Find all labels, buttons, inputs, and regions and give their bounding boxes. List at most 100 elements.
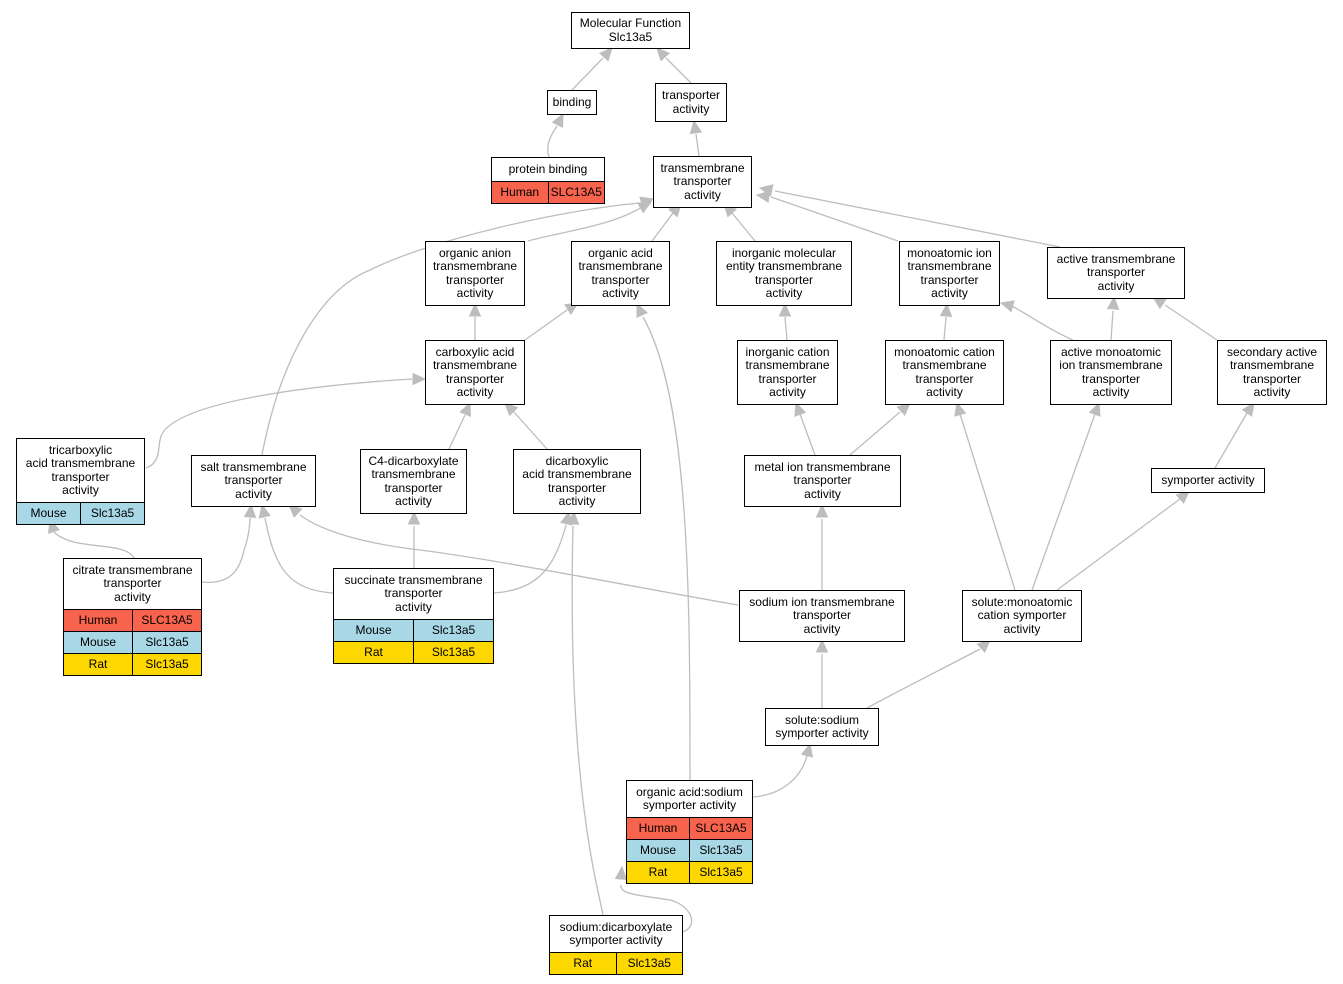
edge-line [264, 517, 334, 594]
term-label: dicarboxylic acid transmembrane transpor… [522, 453, 632, 508]
edge-line [620, 884, 693, 933]
term-node-solute-monoatomic[interactable]: solute:monoatomic cation symporter activ… [962, 590, 1082, 642]
term-node-carboxylic-acid[interactable]: carboxylic acid transmembrane transporte… [425, 340, 525, 405]
edge-line [770, 196, 899, 242]
edge-line [145, 378, 413, 469]
arrowhead [689, 119, 703, 135]
edge-organic-acid-sodium-to-organic-acid [636, 302, 691, 781]
edge-metal-ion-to-inorganic-cation [794, 401, 816, 456]
term-node-monoatomic-cation[interactable]: monoatomic cation transmembrane transpor… [885, 340, 1004, 405]
term-label: transporter activity [661, 88, 721, 116]
term-label: active transmembrane transporter activit… [1056, 251, 1176, 293]
term-label: organic acid transmembrane transporter a… [578, 245, 663, 300]
arrowhead [551, 112, 564, 128]
edge-line [571, 57, 604, 91]
gene-cell: Slc13a5 [132, 654, 201, 675]
edge-line [784, 316, 788, 341]
edge-line [665, 57, 692, 84]
term-node-inorganic-cation[interactable]: inorganic cation transmembrane transport… [737, 340, 838, 405]
term-node-symporter[interactable]: symporter activity [1151, 468, 1265, 493]
edge-transporter-to-mf [656, 47, 692, 84]
term-node-salt-tm[interactable]: salt transmembrane transporter activity [191, 455, 316, 507]
term-node-transporter[interactable]: transporter activity [655, 83, 727, 122]
species-cell: Mouse [79, 634, 117, 649]
species-cell: Rat [88, 656, 108, 671]
term-node-c4-dicarboxylate[interactable]: C4-dicarboxylate transmembrane transport… [360, 449, 467, 514]
edge-line [524, 309, 568, 341]
gene-cell: Slc13a5 [132, 632, 201, 653]
edge-monoatomic-cation-to-monoatomic-ion [939, 302, 953, 341]
term-node-organic-acid[interactable]: organic acid transmembrane transporter a… [571, 241, 670, 306]
arrowhead [1106, 295, 1120, 310]
gene-cell: SLC13A5 [689, 818, 752, 839]
edge-solute-sodium-to-solute-monoatomic [866, 639, 991, 709]
term-node-citrate[interactable]: citrate transmembrane transporter activi… [63, 558, 202, 676]
gene-cell: Slc13a5 [689, 862, 752, 883]
edge-succinate-to-salt [258, 503, 334, 594]
term-node-tricarboxylic[interactable]: tricarboxylic acid transmembrane transpo… [16, 438, 145, 525]
term-node-active-tm[interactable]: active transmembrane transporter activit… [1047, 247, 1185, 299]
term-label: protein binding [508, 161, 588, 176]
edge-line [799, 413, 816, 456]
edge-line [493, 524, 567, 594]
term-node-binding[interactable]: binding [547, 90, 597, 115]
species-cell: Human [78, 612, 118, 627]
species-cell: Mouse [30, 505, 67, 520]
arrowhead [800, 742, 814, 758]
arrowhead [459, 401, 471, 417]
edge-line [959, 413, 1016, 591]
term-node-metal-ion[interactable]: metal ion transmembrane transporter acti… [744, 455, 901, 507]
term-label: sodium:dicarboxylate symporter activity [559, 919, 673, 947]
arrowhead [1088, 401, 1101, 417]
term-node-active-monoatomic[interactable]: active monoatomic ion transmembrane tran… [1050, 340, 1172, 405]
edge-line [571, 525, 604, 916]
edge-line [261, 202, 641, 456]
term-node-dicarboxylic[interactable]: dicarboxylic acid transmembrane transpor… [513, 449, 641, 514]
edge-metal-ion-to-monoatomic-cation [849, 402, 911, 456]
arrowhead [412, 372, 427, 386]
arrowhead [504, 402, 519, 417]
arrowhead [598, 47, 613, 62]
edge-secondary-active-to-active-tm [1152, 296, 1218, 341]
term-node-solute-sodium[interactable]: solute:sodium symporter activity [765, 708, 879, 746]
arrowhead [636, 302, 648, 318]
edge-line [866, 648, 981, 709]
arrowhead [566, 510, 580, 525]
edge-line [752, 755, 808, 798]
edge-line [201, 517, 251, 584]
species-cell: Mouse [355, 622, 392, 637]
arrowhead [614, 865, 628, 880]
term-label: binding [552, 94, 592, 109]
term-node-secondary-active[interactable]: secondary active transmembrane transport… [1217, 340, 1327, 405]
term-label: inorganic cation transmembrane transport… [745, 344, 830, 399]
term-node-tm-transporter[interactable]: transmembrane transporter activity [653, 156, 752, 208]
edge-succinate-to-c4 [407, 510, 421, 568]
arrowhead [758, 184, 774, 197]
term-node-inorganic-molecular[interactable]: inorganic molecular entity transmembrane… [716, 241, 852, 306]
edge-solute-sodium-to-sodium-ion [815, 638, 829, 708]
term-node-organic-anion[interactable]: organic anion transmembrane transporter … [425, 241, 525, 306]
edge-inorganic-cation-to-inorganic-molecular [778, 302, 792, 341]
edge-salt-to-tm [261, 196, 655, 456]
edge-organic-acid-sodium-to-solute-sodium [752, 742, 814, 798]
term-label: solute:monoatomic cation symporter activ… [971, 594, 1073, 636]
annotation-row-mouse: Mouse Slc13a5 [64, 631, 201, 653]
edge-line [513, 411, 548, 450]
edge-citrate-to-tricarboxylic [47, 518, 135, 559]
gene-cell: Slc13a5 [80, 503, 144, 524]
term-node-sodium-ion[interactable]: sodium ion transmembrane transporter act… [739, 590, 905, 642]
term-label: symporter activity [1161, 472, 1255, 487]
arrowhead [939, 302, 953, 317]
term-label: transmembrane transporter activity [660, 160, 745, 202]
term-node-monoatomic-ion[interactable]: monoatomic ion transmembrane transporter… [899, 241, 1000, 306]
term-node-mf[interactable]: Molecular Function Slc13a5 [571, 12, 690, 49]
term-node-succinate[interactable]: succinate transmembrane transporter acti… [333, 568, 494, 664]
species-cell: Rat [648, 864, 668, 879]
